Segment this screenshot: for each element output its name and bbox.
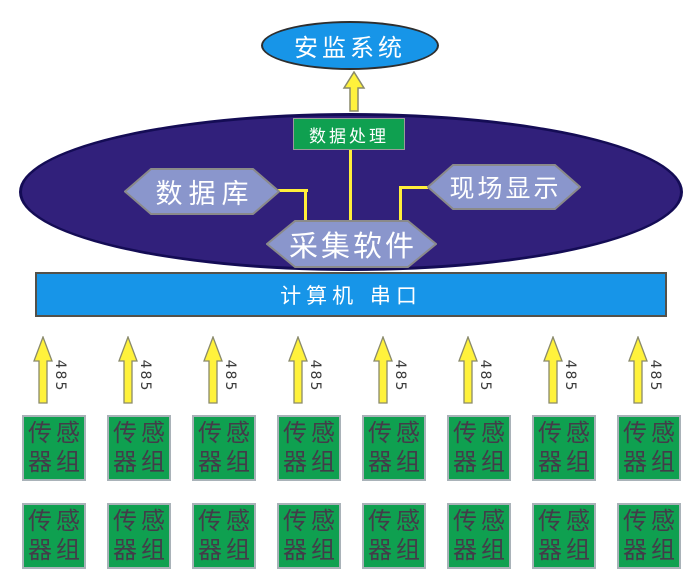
field-display-hexagon-shape — [427, 164, 581, 210]
sensor-label-line1: 传感 — [113, 507, 169, 535]
bus-485-label: 485 — [477, 359, 493, 393]
bus-arrow-icon — [33, 336, 53, 404]
sensor-group-box: 传感器组 — [22, 415, 86, 481]
sensor-label-line1: 传感 — [538, 419, 594, 447]
sensor-label-line1: 传感 — [113, 419, 169, 447]
sensor-group-box: 传感器组 — [617, 415, 681, 481]
bus-485-label: 485 — [392, 359, 408, 393]
sensor-group-box: 传感器组 — [107, 503, 171, 569]
sensor-label-line2: 器组 — [283, 448, 339, 476]
connector-database-h — [278, 189, 308, 192]
sensor-label-line1: 传感 — [623, 507, 679, 535]
sensor-label-line2: 器组 — [368, 536, 424, 564]
sensor-label-line1: 传感 — [623, 419, 679, 447]
sensor-group-box: 传感器组 — [447, 503, 511, 569]
bus-485-label: 485 — [222, 359, 238, 393]
sensor-group-box: 传感器组 — [532, 415, 596, 481]
bus-485-label: 485 — [647, 359, 663, 393]
sensor-label-line1: 传感 — [368, 419, 424, 447]
sensor-label-line1: 传感 — [198, 507, 254, 535]
sensor-label-line2: 器组 — [538, 448, 594, 476]
bus-arrow-icon — [628, 336, 648, 404]
sensor-label-line2: 器组 — [28, 448, 84, 476]
sensor-label-line1: 传感 — [283, 507, 339, 535]
sensor-group-box: 传感器组 — [532, 503, 596, 569]
bus-485-label: 485 — [137, 359, 153, 393]
connector-dataprocessing-v — [349, 147, 352, 223]
sensor-label-line2: 器组 — [453, 448, 509, 476]
sensor-label-line2: 器组 — [453, 536, 509, 564]
sensor-label-line1: 传感 — [28, 419, 84, 447]
sensor-group-box: 传感器组 — [362, 415, 426, 481]
sensor-label-line2: 器组 — [623, 448, 679, 476]
sensor-label-line2: 器组 — [28, 536, 84, 564]
sensor-label-line2: 器组 — [283, 536, 339, 564]
connector-display-h — [399, 186, 428, 189]
sensor-label-line2: 器组 — [113, 448, 169, 476]
sensor-group-box: 传感器组 — [277, 415, 341, 481]
sensor-label-line1: 传感 — [368, 507, 424, 535]
sensor-group-box: 传感器组 — [192, 503, 256, 569]
collect-software-hexagon-shape — [266, 220, 437, 268]
sensor-label-line1: 传感 — [28, 507, 84, 535]
bus-485-label: 485 — [307, 359, 323, 393]
sensor-label-line2: 器组 — [368, 448, 424, 476]
database-hexagon-shape — [124, 168, 280, 215]
bus-arrow-icon — [373, 336, 393, 404]
bus-485-label: 485 — [52, 359, 68, 393]
sensor-label-line1: 传感 — [453, 419, 509, 447]
database-label: 数据库 — [155, 179, 255, 210]
sensor-group-box: 传感器组 — [447, 415, 511, 481]
sensor-label-line1: 传感 — [453, 507, 509, 535]
sensor-group-box: 传感器组 — [277, 503, 341, 569]
database-node: 数据库 — [124, 168, 280, 215]
bus-arrow-icon — [458, 336, 478, 404]
serial-port-bar: 计算机 串口 — [35, 272, 667, 317]
serial-port-label: 计算机 串口 — [280, 283, 422, 308]
sensor-label-line2: 器组 — [623, 536, 679, 564]
bus-arrow-icon — [118, 336, 138, 404]
data-processing-node: 数据处理 — [293, 118, 405, 150]
bus-arrow-icon — [203, 336, 223, 404]
sensor-group-box: 传感器组 — [192, 415, 256, 481]
data-processing-label: 数据处理 — [309, 126, 389, 147]
field-display-node: 现场显示 — [427, 164, 581, 210]
sensor-group-box: 传感器组 — [22, 503, 86, 569]
bus-arrow-icon — [288, 336, 308, 404]
sensor-label-line2: 器组 — [113, 536, 169, 564]
safety-system-label: 安监系统 — [294, 34, 406, 62]
sensor-label-line1: 传感 — [538, 507, 594, 535]
up-arrow-main-icon — [342, 71, 366, 112]
sensor-group-box: 传感器组 — [617, 503, 681, 569]
safety-system-node: 安监系统 — [261, 21, 439, 70]
sensor-label-line1: 传感 — [283, 419, 339, 447]
collect-software-node: 采集软件 — [266, 220, 437, 268]
sensor-group-box: 传感器组 — [107, 415, 171, 481]
bus-arrow-icon — [543, 336, 563, 404]
bus-485-label: 485 — [562, 359, 578, 393]
connector-database-v — [304, 189, 307, 227]
field-display-label: 现场显示 — [449, 174, 562, 203]
collect-software-label: 采集软件 — [288, 229, 417, 263]
sensor-label-line1: 传感 — [198, 419, 254, 447]
sensor-label-line2: 器组 — [538, 536, 594, 564]
sensor-label-line2: 器组 — [198, 536, 254, 564]
connector-display-v — [399, 186, 402, 226]
sensor-group-box: 传感器组 — [362, 503, 426, 569]
sensor-label-line2: 器组 — [198, 448, 254, 476]
